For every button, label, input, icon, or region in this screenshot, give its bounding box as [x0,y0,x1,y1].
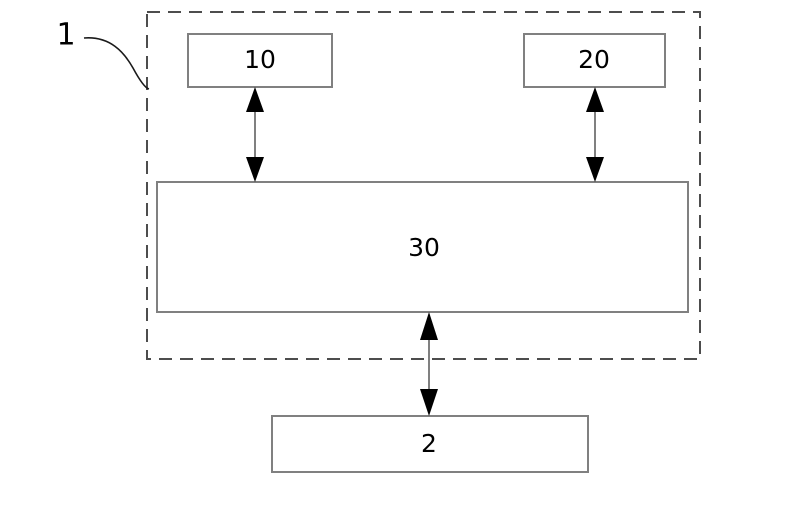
dashed-system-boundary [146,11,701,360]
block-20-label: 20 [578,45,610,74]
reference-label-1: 1 [56,18,75,53]
block-2[interactable] [271,415,589,473]
connector-10-30 [246,87,264,182]
block-30-label: 30 [408,233,440,262]
arrowhead-up-20 [586,87,604,112]
arrowhead-up-10 [246,87,264,112]
arrowhead-down-20 [586,157,604,182]
block-30[interactable] [156,181,689,313]
connector-20-30 [586,87,604,182]
arrowhead-down-10 [246,157,264,182]
block-20[interactable] [523,33,666,88]
block-10-label: 10 [244,45,276,74]
arrowhead-down-2 [420,389,438,416]
block-10[interactable] [187,33,333,88]
block-2-label: 2 [421,429,437,458]
leader-line-1 [83,37,150,90]
connector-30-2 [420,312,438,416]
arrowhead-up-2 [420,312,438,340]
